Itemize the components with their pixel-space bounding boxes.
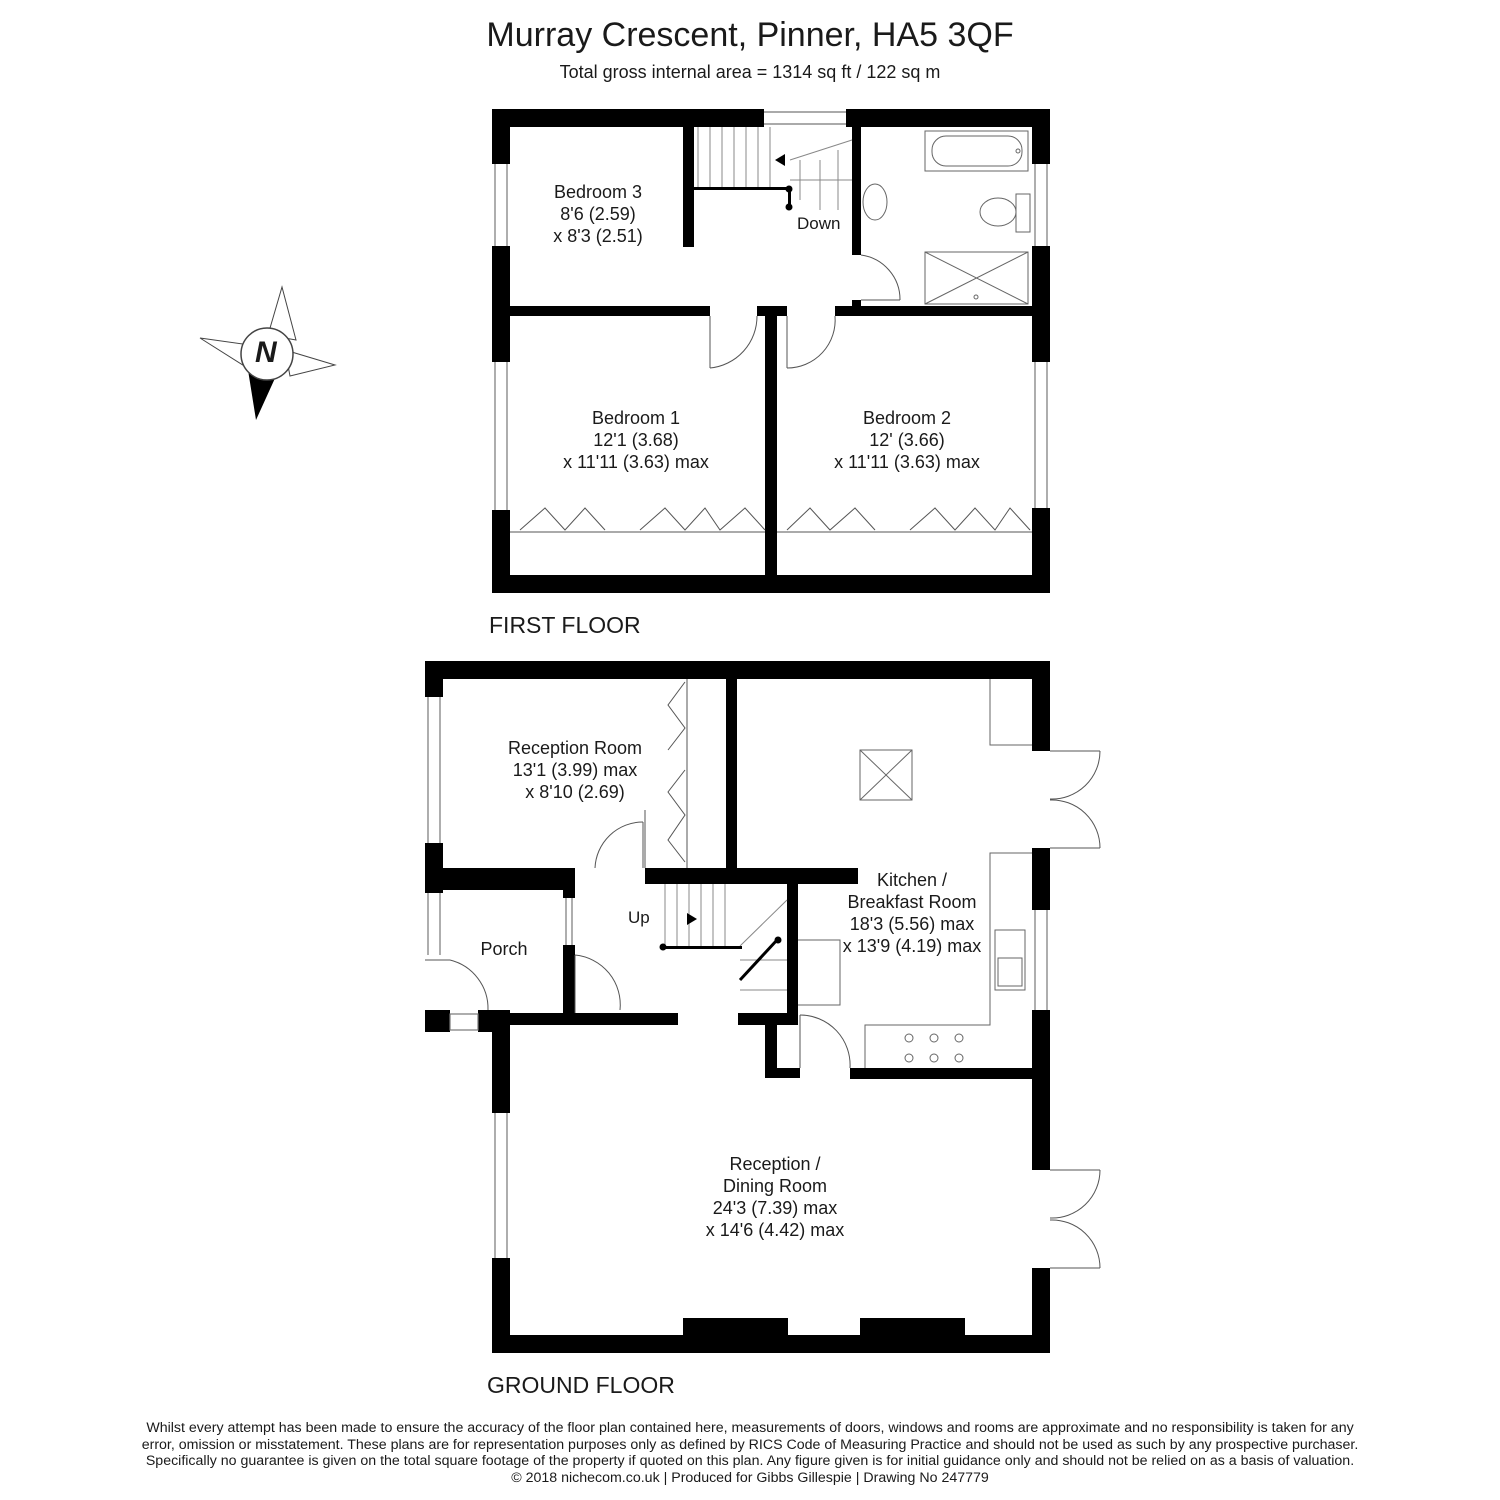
room-porch: Porch	[480, 938, 527, 960]
compass-icon	[199, 285, 337, 420]
room-dimension: 18'3 (5.56) max	[849, 914, 975, 934]
wardrobe-doors	[510, 507, 1032, 533]
copyright-line: © 2018 nichecom.co.uk | Produced for Gib…	[511, 1469, 989, 1486]
room-dimension: x 11'11 (3.63) max	[834, 452, 980, 472]
first-floor-stair-rail	[694, 154, 793, 211]
room-dimension: x 8'3 (2.51)	[553, 226, 643, 246]
room-reception-dining: Reception / Dining Room 24'3 (7.39) max …	[706, 1153, 845, 1241]
ground-floor-walls	[425, 661, 1050, 1353]
room-dimension: x 14'6 (4.42) max	[705, 1220, 845, 1240]
total-area-subtitle: Total gross internal area = 1314 sq ft /…	[559, 62, 941, 82]
room-dimension: 24'3 (7.39) max	[712, 1198, 838, 1218]
ground-floor-stairs	[664, 884, 788, 991]
room-dimension: x 8'10 (2.69)	[525, 782, 625, 802]
room-reception-room: Reception Room 13'1 (3.99) max x 8'10 (2…	[508, 737, 642, 803]
kitchen-fixtures	[798, 679, 1032, 1068]
page-title: Murray Crescent, Pinner, HA5 3QF	[486, 16, 1014, 54]
compass-north-label: N	[255, 336, 277, 369]
room-dimension: x 13'9 (4.19) max	[842, 936, 982, 956]
first-floor-walls	[492, 109, 1050, 593]
bathroom-fixtures	[862, 130, 1031, 305]
first-floor-windows	[494, 111, 1048, 510]
room-dimension: 12'1 (3.68)	[593, 430, 679, 450]
room-dimension: 8'6 (2.59)	[560, 204, 636, 224]
first-floor-stairs	[697, 127, 853, 210]
first-floor-label: FIRST FLOOR	[489, 612, 641, 638]
room-dimension: 13'1 (3.99) max	[512, 760, 638, 780]
ground-floor-stair-rail	[659, 913, 782, 982]
reception-room-cupboard	[644, 679, 688, 868]
room-name: Reception /	[729, 1154, 821, 1174]
room-name: Dining Room	[722, 1176, 828, 1196]
room-name: Bedroom 2	[862, 408, 952, 428]
ground-floor-doors	[425, 750, 1101, 1269]
ground-floor-label: GROUND FLOOR	[487, 1372, 675, 1398]
room-name: Bedroom 3	[553, 182, 643, 202]
stairs-up-label: Up	[628, 908, 650, 927]
room-bedroom-3: Bedroom 3 8'6 (2.59) x 8'3 (2.51)	[553, 181, 642, 247]
room-name: Porch	[480, 939, 528, 959]
stairs-down-label: Down	[797, 214, 841, 233]
disclaimer: Whilst every attempt has been made to en…	[0, 1420, 1500, 1486]
room-bedroom-2: Bedroom 2 12' (3.66) x 11'11 (3.63) max	[834, 407, 980, 473]
disclaimer-line: Specifically no guarantee is given on th…	[145, 1453, 1355, 1469]
disclaimer-line: Whilst every attempt has been made to en…	[146, 1420, 1354, 1436]
room-bedroom-1: Bedroom 1 12'1 (3.68) x 11'11 (3.63) max	[563, 407, 709, 473]
first-floor-doors	[709, 254, 901, 369]
disclaimer-line: error, omission or misstatement. These p…	[141, 1436, 1359, 1453]
ground-floor-windows	[427, 697, 1048, 1258]
room-name: Bedroom 1	[591, 408, 681, 428]
room-dimension: x 11'11 (3.63) max	[563, 452, 709, 472]
room-dimension: 12' (3.66)	[869, 430, 945, 450]
room-name: Kitchen /	[876, 870, 948, 890]
room-name: Breakfast Room	[847, 892, 977, 912]
room-name: Reception Room	[507, 738, 643, 758]
room-kitchen-breakfast: Kitchen / Breakfast Room 18'3 (5.56) max…	[843, 869, 982, 957]
